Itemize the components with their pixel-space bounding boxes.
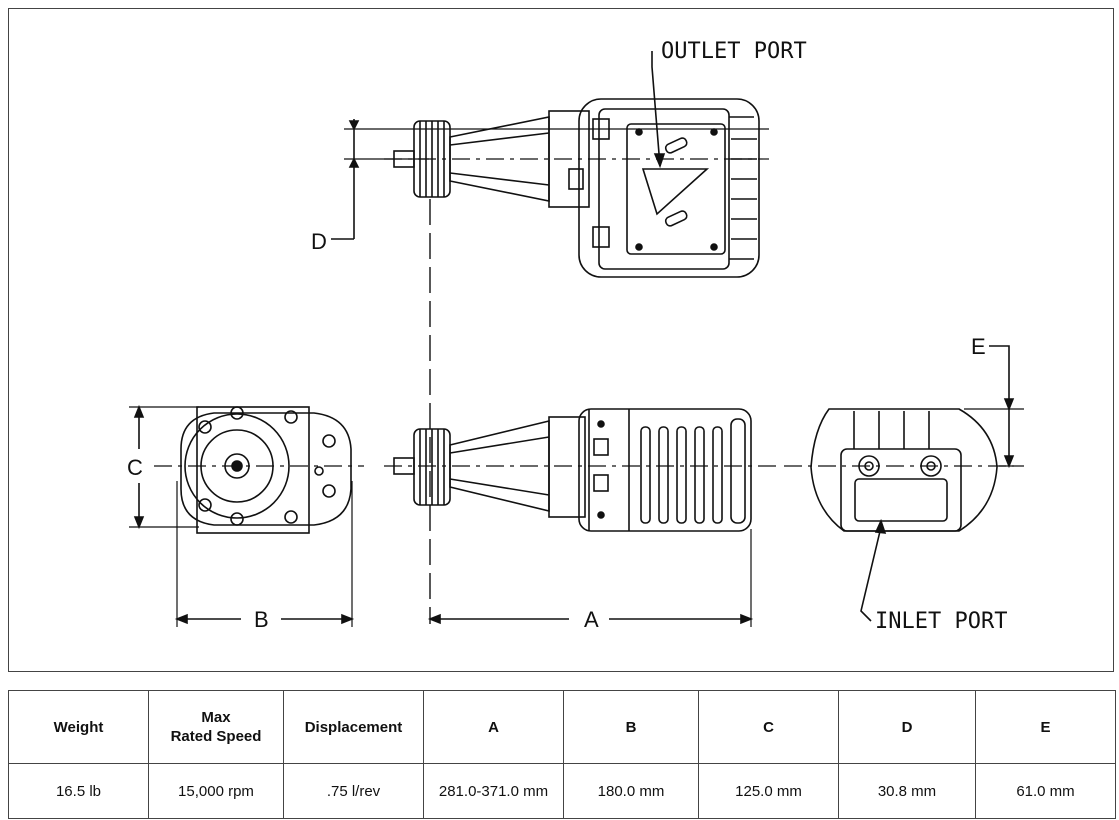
header-max-line1: Max xyxy=(201,709,231,726)
dimension-a-label: A xyxy=(584,607,599,632)
inlet-port-label: INLET PORT xyxy=(875,609,1007,634)
spec-value-row: 16.5 lb 15,000 rpm .75 l/rev 281.0-371.0… xyxy=(8,763,1116,819)
value-weight: 16.5 lb xyxy=(8,763,149,819)
spec-table: Weight Max Rated Speed Displacement A B … xyxy=(8,690,1116,819)
header-displacement: Displacement xyxy=(283,690,424,764)
value-displacement: .75 l/rev xyxy=(283,763,424,819)
value-b: 180.0 mm xyxy=(563,763,699,819)
outlet-port-label: OUTLET PORT xyxy=(661,39,807,64)
front-view xyxy=(129,404,364,627)
top-body xyxy=(548,98,760,278)
value-a: 281.0-371.0 mm xyxy=(423,763,564,819)
value-d: 30.8 mm xyxy=(838,763,976,819)
header-weight: Weight xyxy=(8,690,149,764)
spec-header-row: Weight Max Rated Speed Displacement A B … xyxy=(8,690,1116,764)
header-max-rated-speed: Max Rated Speed xyxy=(148,690,284,764)
top-pulley xyxy=(393,120,451,198)
supercharger-drawing: OUTLET PORT INLET PORT A B C D E xyxy=(127,39,1024,634)
side-view xyxy=(384,408,779,627)
drawing-frame: OUTLET PORT INLET PORT A B C D E xyxy=(8,8,1114,672)
value-c: 125.0 mm xyxy=(698,763,839,819)
top-view xyxy=(331,51,769,278)
header-c: C xyxy=(698,690,839,764)
rear-view xyxy=(784,345,1024,622)
header-b: B xyxy=(563,690,699,764)
value-e: 61.0 mm xyxy=(975,763,1116,819)
side-pulley xyxy=(393,428,451,506)
header-max-line2: Rated Speed xyxy=(170,728,262,745)
header-d: D xyxy=(838,690,976,764)
header-e: E xyxy=(975,690,1116,764)
side-body xyxy=(548,408,752,532)
dimension-b-label: B xyxy=(254,607,269,632)
dimension-d-label: D xyxy=(311,229,327,254)
value-max-speed: 15,000 rpm xyxy=(148,763,284,819)
header-a: A xyxy=(423,690,564,764)
dimension-e-label: E xyxy=(971,334,986,359)
dimension-c-label: C xyxy=(127,455,143,480)
